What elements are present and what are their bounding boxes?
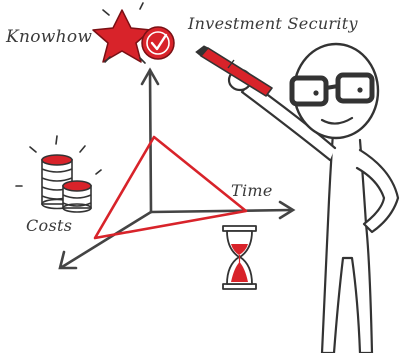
coin-sparkles (15, 135, 102, 187)
axis-time-arrowhead (278, 200, 296, 220)
axis-costs (60, 210, 153, 269)
figure-hip-arm (355, 148, 400, 234)
red-triangle (93, 135, 248, 240)
axis-vertical-arrowhead (140, 67, 160, 86)
coin-stack-icon (41, 154, 92, 213)
label-investment-security: Investment Security (188, 14, 358, 33)
label-time: Time (231, 181, 273, 200)
glasses-icon (289, 72, 375, 107)
label-costs: Costs (26, 216, 73, 235)
hourglass-icon (222, 225, 257, 290)
axis-costs-arrowhead (58, 250, 78, 270)
star-sparkles (102, 2, 146, 64)
marker-pen-icon (195, 45, 273, 97)
axis-time (149, 208, 294, 214)
checkmark-badge-icon (141, 26, 175, 60)
label-knowhow: Knowhow (6, 27, 93, 47)
star-icon (92, 9, 152, 63)
